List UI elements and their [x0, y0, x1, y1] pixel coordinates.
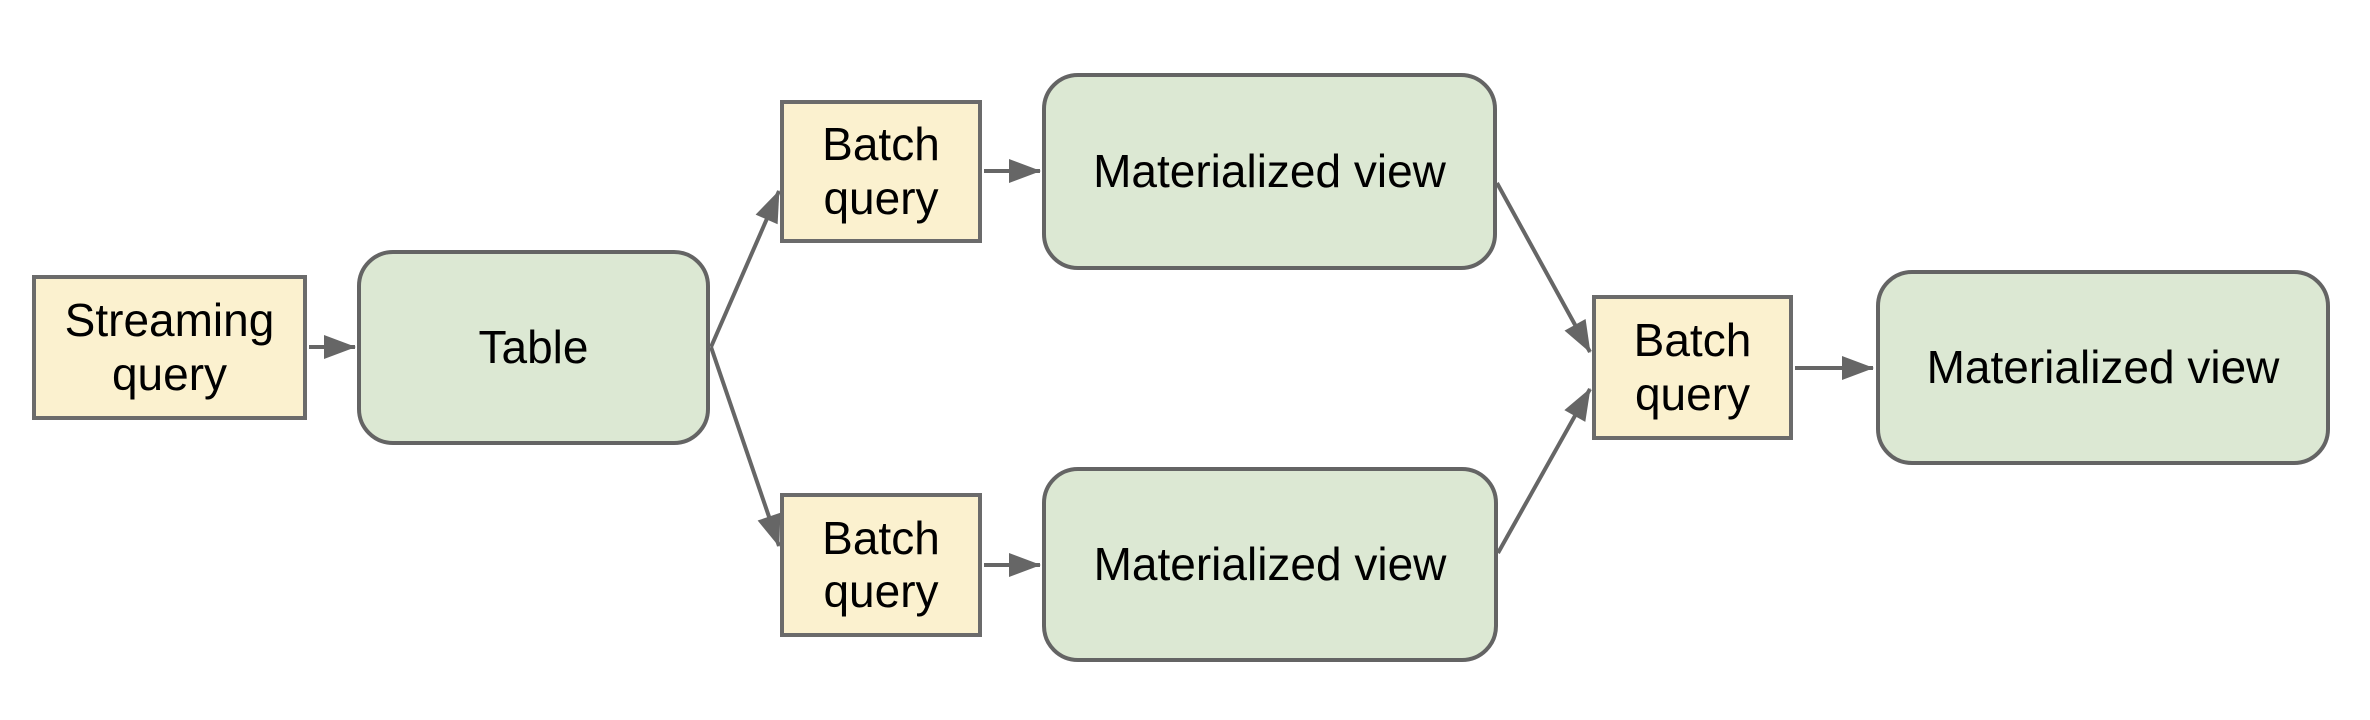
node-batch-query-right-label: Batch query	[1633, 314, 1752, 420]
node-streaming-query-label: Streaming query	[64, 294, 275, 400]
node-table-label: Table	[478, 320, 589, 373]
node-batch-query-bottom-label: Batch query	[822, 511, 940, 617]
node-batch-query-right: Batch query	[1592, 295, 1793, 440]
node-materialized-view-bottom-label: Materialized view	[1093, 537, 1447, 590]
node-batch-query-top-label: Batch query	[822, 118, 940, 224]
node-materialized-view-right: Materialized view	[1876, 270, 2330, 465]
edge-materialized-view-bottom-to-batch-query-right	[1496, 388, 1592, 554]
edge-table-to-batch-query-top	[709, 190, 781, 348]
node-batch-query-bottom: Batch query	[780, 493, 982, 637]
node-materialized-view-top: Materialized view	[1042, 73, 1497, 270]
node-streaming-query: Streaming query	[32, 275, 307, 420]
node-materialized-view-right-label: Materialized view	[1926, 340, 2280, 393]
edge-table-to-batch-query-bottom	[709, 346, 781, 547]
node-materialized-view-top-label: Materialized view	[1093, 144, 1446, 197]
node-table: Table	[357, 250, 710, 445]
edge-materialized-view-top-to-batch-query-right	[1495, 182, 1592, 353]
node-materialized-view-bottom: Materialized view	[1042, 467, 1498, 662]
node-batch-query-top: Batch query	[780, 100, 982, 243]
